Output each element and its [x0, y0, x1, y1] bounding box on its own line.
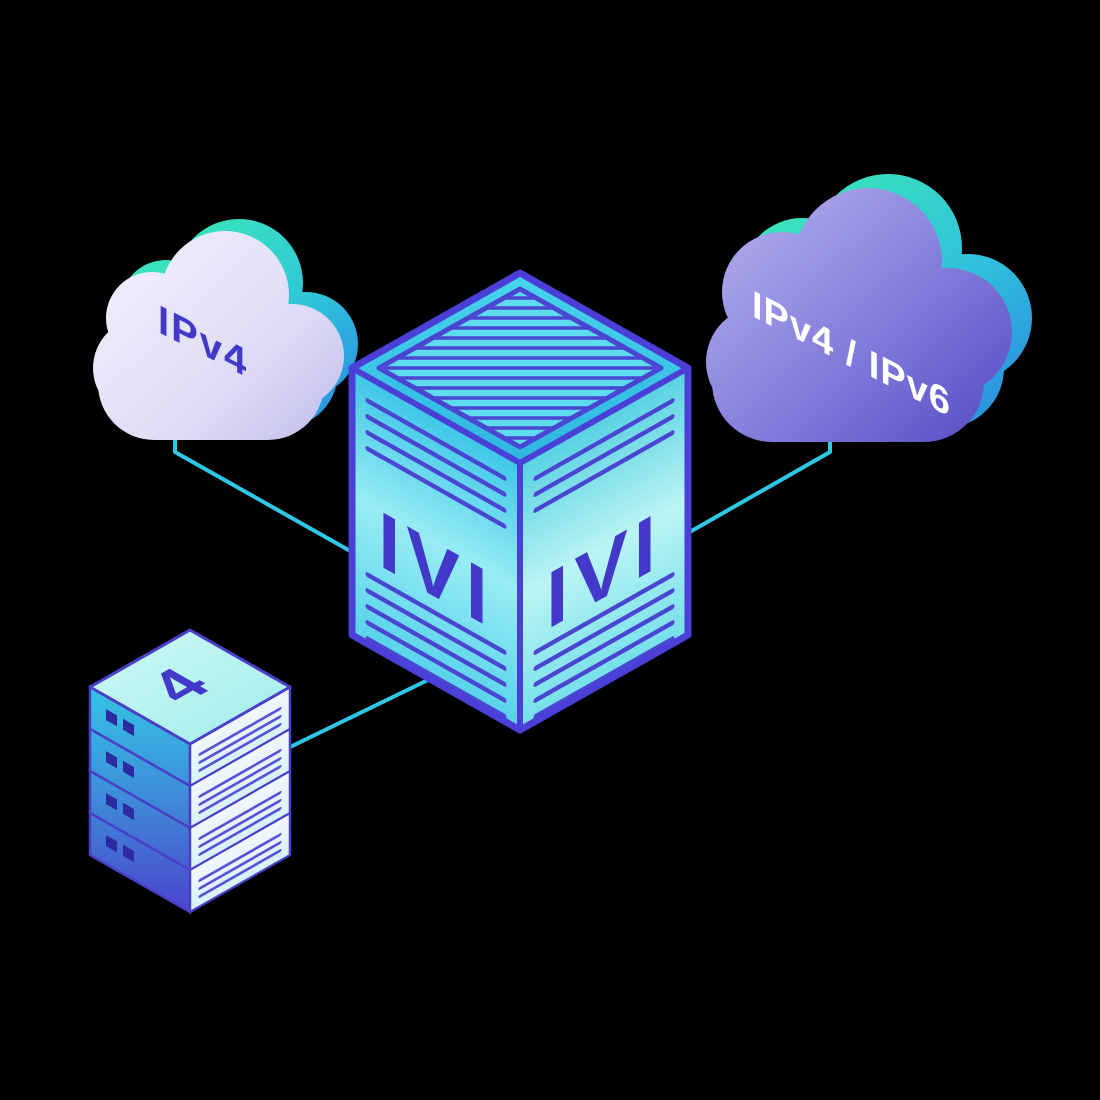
server-unit-leds [106, 793, 134, 821]
ipv4-cloud: IPv4 [93, 219, 358, 440]
server-unit-leds [106, 835, 134, 863]
box-right-face: IVI [520, 368, 688, 730]
ivi-translator-box: IVI IVI [348, 269, 692, 734]
ipv4-ipv6-cloud-body [706, 188, 1012, 442]
box-left-face: IVI [352, 368, 520, 730]
ipv4-cloud-body [93, 231, 344, 440]
server-unit-vents [198, 790, 282, 857]
box-left-face-stripes [365, 398, 507, 719]
server-unit [88, 726, 292, 831]
server-unit-vents [198, 748, 282, 815]
server-stack: 4 [88, 628, 292, 915]
box-edges [348, 269, 692, 734]
server-unit-leds [106, 709, 134, 737]
server-stack-top: 4 [88, 628, 292, 746]
ipv4-ipv6-cloud: IPv4 / IPv6 [706, 174, 1032, 442]
server-unit-vents [198, 832, 282, 899]
server-unit-vents [198, 706, 282, 773]
server-unit [88, 810, 292, 915]
box-right-face-stripes [533, 398, 675, 719]
server-unit-leds [106, 751, 134, 779]
connector-server-stack-to-box [286, 676, 434, 750]
